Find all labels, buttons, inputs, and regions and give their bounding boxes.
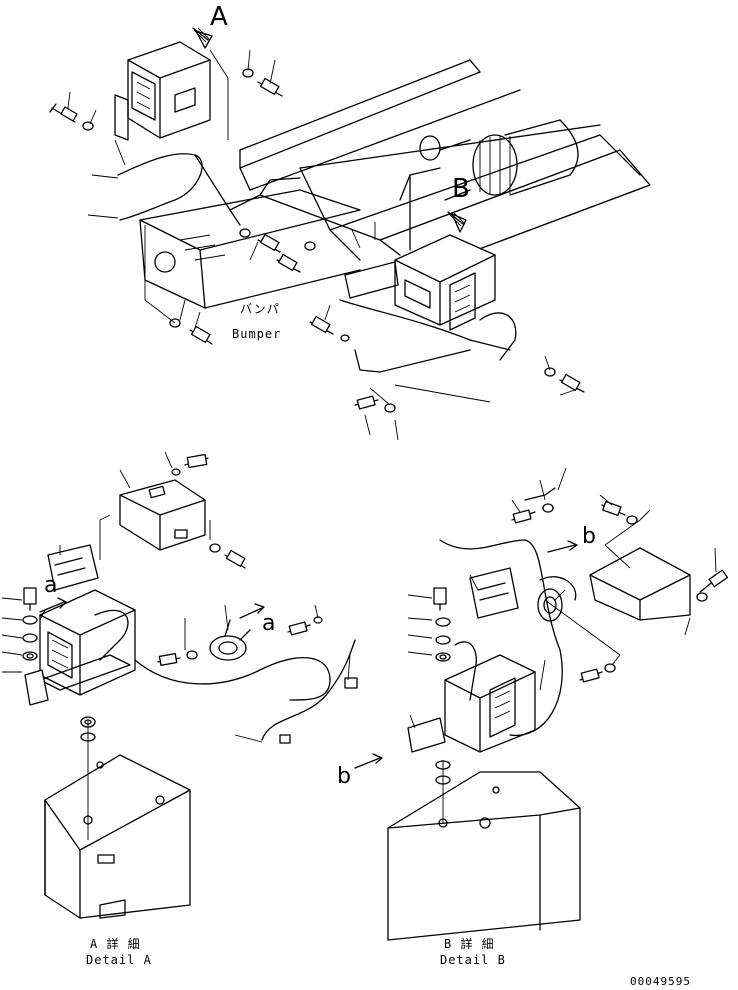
callout-ref-a-side: a [262,611,276,636]
lamp-housing-a [114,41,211,141]
axle-housing [419,119,579,201]
fasteners-main [49,68,585,413]
lamp-housing-b [344,234,496,331]
callout-ref-a-top: a [44,573,58,598]
main-assembly [49,27,651,441]
bumper-label-en: Bumper [232,327,282,341]
horn-b [537,588,563,622]
bumper-bar [139,189,361,309]
callout-view-a: A [210,2,228,32]
bumper-label-jp: バンパ [240,302,280,316]
drawing-number: 00049595 [630,975,691,988]
detail-b-caption-en: Detail B [440,953,506,967]
detail-a-caption-jp: A 詳 細 [90,937,141,951]
wire-harness [117,153,517,373]
detail-a-assembly [1,451,358,919]
view-arrow-a [192,27,213,49]
horn-a [209,619,251,661]
detail-b-caption-jp: B 詳 細 [444,937,495,951]
callout-view-b: B [452,174,470,204]
callout-ref-b-top: b [582,524,596,549]
detail-a-caption-en: Detail A [86,953,152,967]
callout-ref-b-side: b [337,764,351,789]
leader-lines-main [67,49,576,441]
view-arrow-b [447,211,467,233]
detail-b-assembly [354,467,729,941]
